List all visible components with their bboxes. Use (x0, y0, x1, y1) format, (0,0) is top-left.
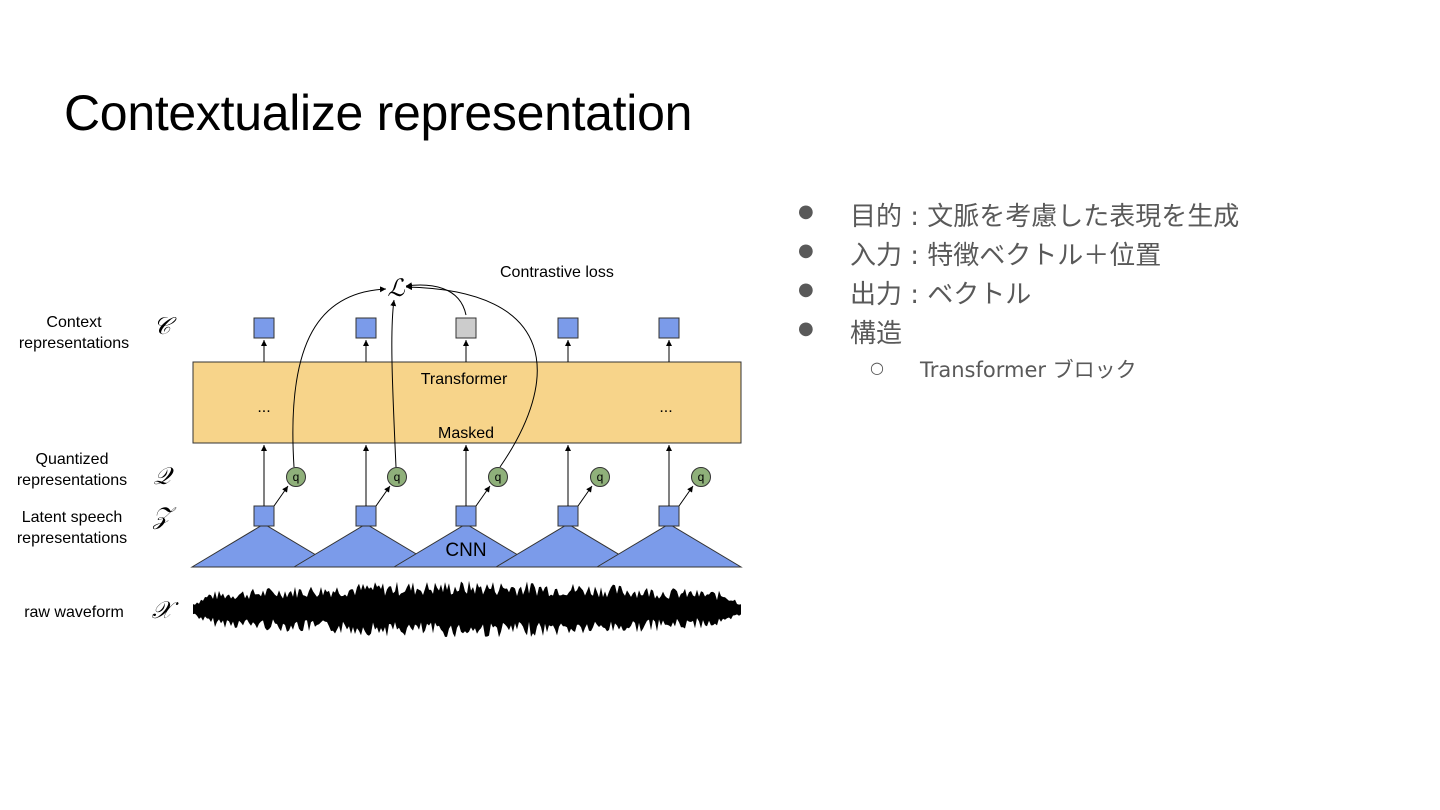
label-raw-waveform: raw waveform (24, 604, 124, 621)
context-node-4 (557, 317, 579, 339)
label-quantized-line1: Quantized (36, 451, 109, 468)
context-node-5 (658, 317, 680, 339)
quantizer-node-1 (286, 467, 306, 487)
ellipsis-left: ... (257, 399, 270, 416)
loss-curve-q3 (405, 284, 538, 468)
arrow-to-quantizer-2 (375, 485, 391, 507)
label-context-line2: representations (19, 335, 129, 352)
loss-curve-masked (405, 282, 467, 316)
quantizer-label-3: q (495, 470, 502, 484)
bullet-text: 構造 (850, 319, 903, 349)
quantizer-node-3 (488, 467, 508, 487)
quantizer-label-2: q (394, 470, 401, 484)
label-latent-line2: representations (17, 530, 127, 547)
loss-curve-q1 (292, 286, 387, 468)
context-node-2 (355, 317, 377, 339)
bullet-text: Transformer ブロック (920, 358, 1137, 382)
quantizer-label-1: q (293, 470, 300, 484)
masked-label: Masked (438, 425, 494, 442)
arrow-to-quantizer-4 (577, 485, 593, 507)
bullet-marker: ● (798, 240, 814, 261)
symbol-raw: 𝒳 (152, 596, 180, 624)
label-context-line1: Context (46, 314, 102, 331)
bullet-text: 入力 : 特徴ベクトル＋位置 (850, 241, 1162, 271)
bullet-marker: ● (798, 201, 814, 222)
cnn-triangle-4 (494, 523, 642, 568)
cnn-triangle-3 (392, 523, 540, 568)
slide-title: Contextualize representation (64, 85, 693, 141)
latent-node-5 (658, 505, 680, 527)
symbol-loss: ℒ (387, 274, 405, 302)
quantizer-node-4 (590, 467, 610, 487)
bullet-marker: ● (798, 279, 814, 300)
cnn-triangle-2 (292, 523, 440, 568)
arrow-to-quantizer-5 (678, 485, 694, 507)
latent-node-2 (355, 505, 377, 527)
symbol-context: 𝒞 (153, 312, 177, 340)
bullet-text: 目的 : 文脈を考慮した表現を生成 (850, 202, 1240, 232)
symbol-quantized: 𝒬 (153, 462, 174, 490)
cnn-triangle-1 (190, 523, 338, 568)
ellipsis-right: ... (659, 399, 672, 416)
quantizer-label-5: q (698, 470, 705, 484)
transformer-label: Transformer (421, 371, 508, 388)
latent-node-4 (557, 505, 579, 527)
cnn-triangle-5 (595, 523, 743, 568)
sub-bullet-marker: ○ (870, 358, 884, 377)
label-latent-line1: Latent speech (22, 509, 123, 526)
quantizer-label-4: q (597, 470, 604, 484)
cnn-label: CNN (445, 540, 486, 561)
raw-waveform (193, 580, 741, 638)
loss-curve-q2 (390, 299, 397, 468)
bullet-marker: ● (798, 318, 814, 339)
arrow-to-quantizer-3 (475, 485, 491, 507)
contrastive-loss-label: Contrastive loss (500, 264, 614, 281)
quantizer-node-2 (387, 467, 407, 487)
bullet-text: 出力 : ベクトル (850, 280, 1032, 310)
label-quantized-line2: representations (17, 472, 127, 489)
quantizer-node-5 (691, 467, 711, 487)
latent-node-3 (455, 505, 477, 527)
context-node-1 (253, 317, 275, 339)
latent-node-1 (253, 505, 275, 527)
arrow-to-quantizer-1 (273, 485, 289, 507)
symbol-latent: 𝒵 (152, 502, 177, 530)
context-node-masked (455, 317, 477, 339)
transformer-block (192, 361, 742, 444)
